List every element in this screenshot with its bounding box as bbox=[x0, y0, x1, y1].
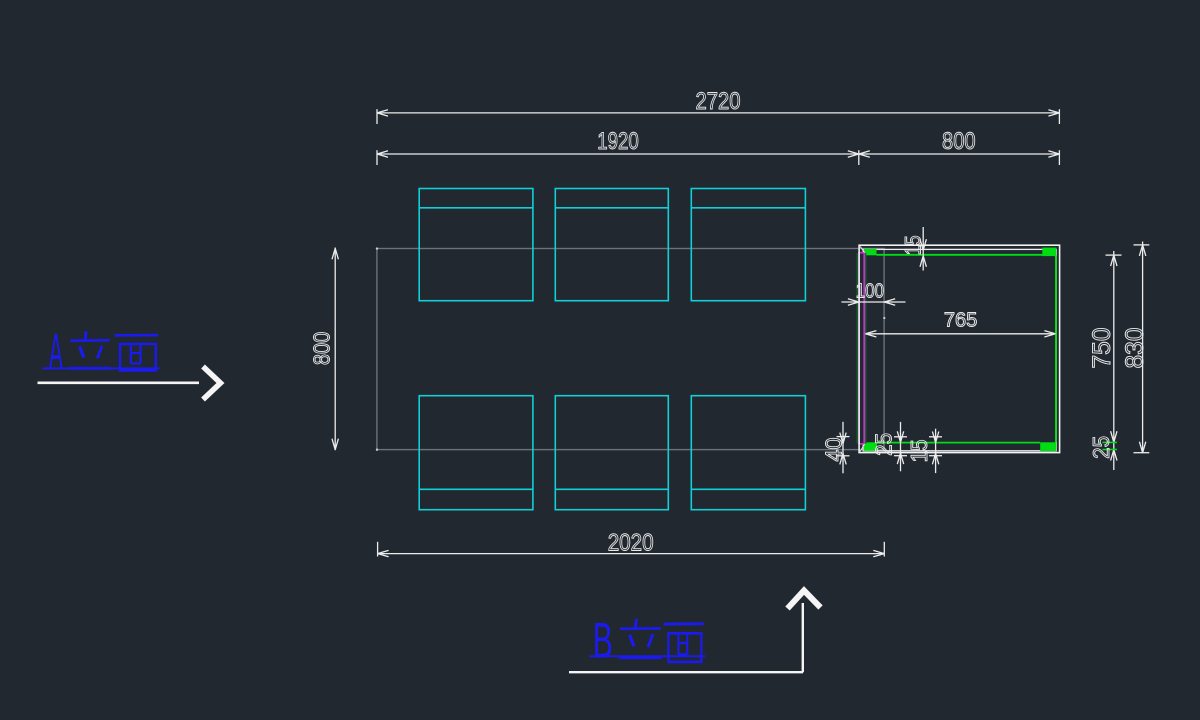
svg-text:25: 25 bbox=[870, 433, 896, 456]
svg-text:15: 15 bbox=[901, 235, 926, 255]
svg-text:800: 800 bbox=[309, 332, 335, 365]
svg-text:800: 800 bbox=[942, 128, 976, 155]
svg-text:B: B bbox=[593, 613, 613, 669]
svg-text:1920: 1920 bbox=[597, 128, 639, 155]
svg-text:A: A bbox=[49, 324, 63, 382]
svg-text:830: 830 bbox=[1121, 328, 1149, 369]
svg-text:100: 100 bbox=[856, 280, 884, 302]
svg-text:765: 765 bbox=[944, 310, 978, 332]
svg-text:2020: 2020 bbox=[608, 529, 654, 556]
svg-text:2720: 2720 bbox=[696, 88, 741, 115]
svg-text:15: 15 bbox=[906, 439, 932, 462]
svg-text:750: 750 bbox=[1088, 328, 1116, 369]
svg-text:40: 40 bbox=[820, 438, 846, 462]
svg-text:25: 25 bbox=[1088, 436, 1114, 459]
